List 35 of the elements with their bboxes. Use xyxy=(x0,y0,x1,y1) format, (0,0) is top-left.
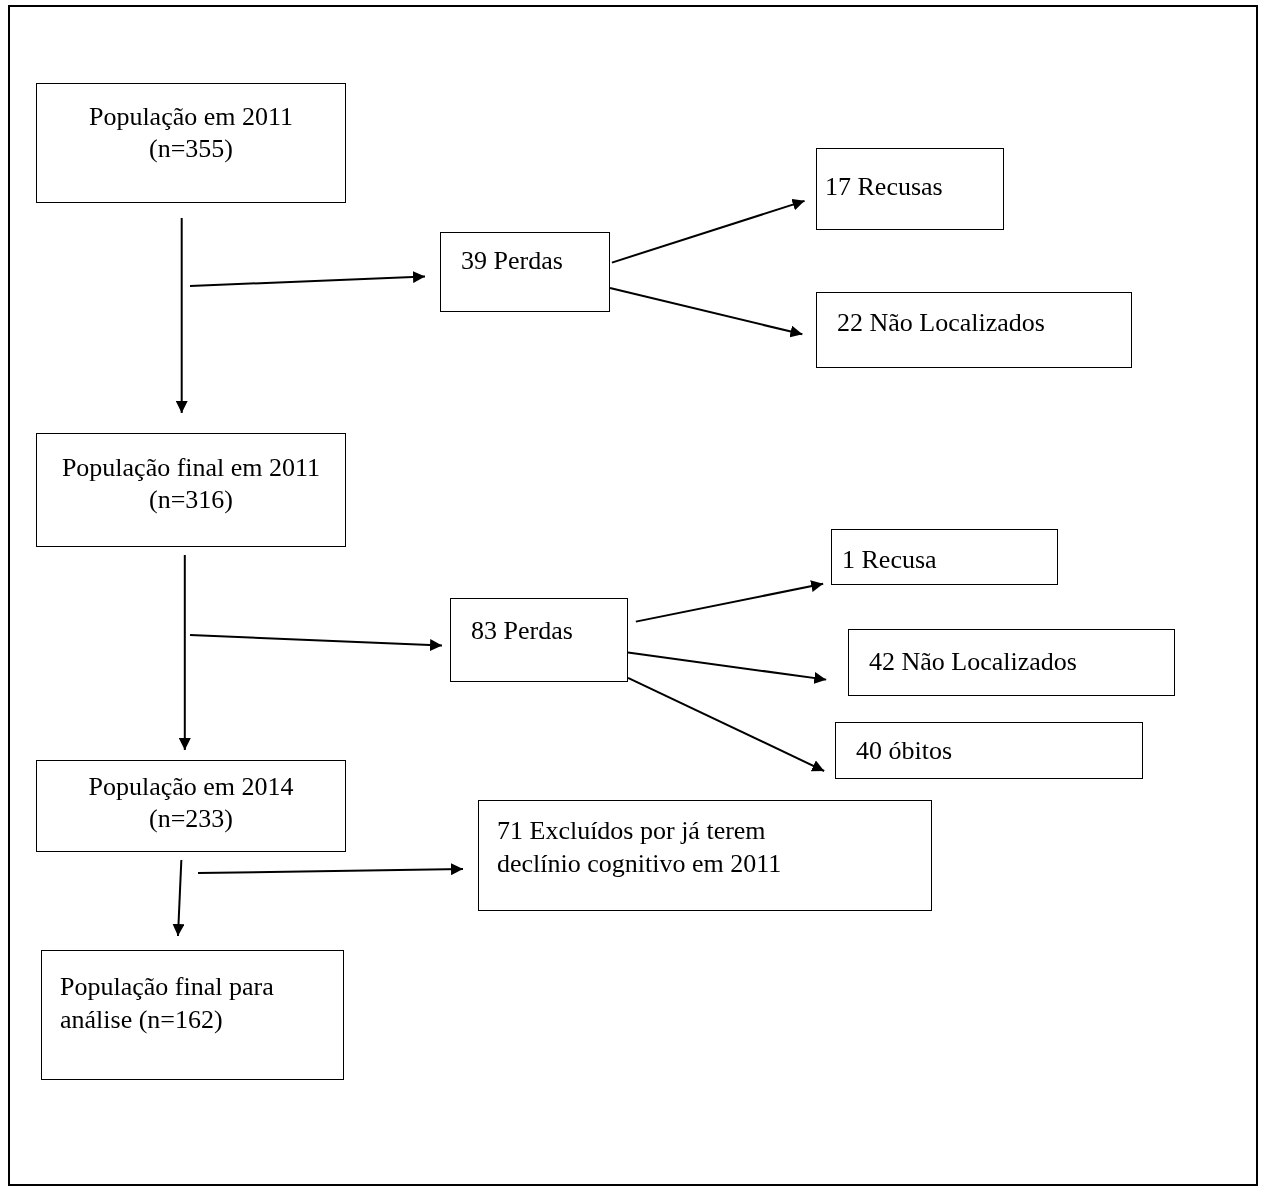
process-box xyxy=(440,232,610,312)
box-text: População final para análise (n=162) xyxy=(60,971,275,1036)
process-box xyxy=(816,292,1132,368)
box-text: 40 óbitos xyxy=(856,735,954,767)
process-box xyxy=(450,598,628,682)
arrow xyxy=(189,271,426,287)
arrow xyxy=(634,580,825,623)
process-box xyxy=(831,529,1058,585)
process-box xyxy=(848,629,1175,696)
box-text: 17 Recusas xyxy=(825,171,944,203)
box-text: População em 2014 (n=233) xyxy=(87,770,295,835)
arrow xyxy=(609,287,804,338)
box-text: 83 Perdas xyxy=(471,615,574,647)
arrow xyxy=(172,859,185,937)
arrow xyxy=(610,198,806,264)
arrow xyxy=(189,634,443,652)
box-text: 42 Não Localizados xyxy=(869,646,1078,678)
process-box xyxy=(41,950,344,1080)
box-text: 71 Excluídos por já terem declínio cognitivo em 2011 xyxy=(497,815,783,880)
arrow xyxy=(197,863,464,876)
process-box xyxy=(835,722,1143,779)
box-text: 39 Perdas xyxy=(461,245,564,277)
box-text: 22 Não Localizados xyxy=(837,307,1046,339)
arrow xyxy=(627,676,826,772)
arrow xyxy=(627,651,828,684)
box-text: População em 2011 (n=355) xyxy=(87,100,295,165)
process-box xyxy=(36,433,346,547)
process-box xyxy=(478,800,932,911)
process-box xyxy=(36,83,346,203)
process-box xyxy=(816,148,1004,230)
arrow xyxy=(178,554,191,751)
arrow xyxy=(175,217,188,414)
box-text: População final em 2011 (n=316) xyxy=(60,451,322,516)
box-text: 1 Recusa xyxy=(842,544,938,576)
process-box xyxy=(36,760,346,852)
